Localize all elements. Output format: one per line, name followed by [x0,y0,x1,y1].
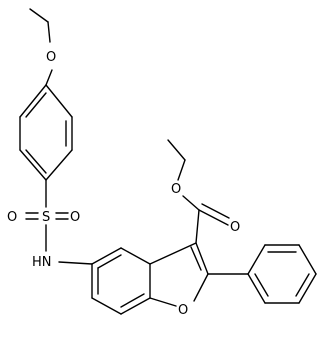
atom-label-ether-oxygen: O [46,50,56,65]
bond [193,273,209,302]
atom-label-furan-oxygen: O [178,303,188,318]
bond [149,297,177,307]
atom-label-ester-single-oxygen: O [171,182,181,197]
bond [182,195,200,211]
bond [91,297,122,315]
bonds [19,8,317,315]
bond [120,297,151,315]
bond [298,273,317,304]
atom-label-sulfur: S [42,210,50,225]
atom-label-sulfonyl-oxygen-left: O [7,210,17,225]
bond [91,247,122,265]
atom-label-sulfonyl-oxygen-right: O [70,210,80,225]
atom-label-ester-carbonyl-oxygen: O [230,220,240,235]
bond [25,149,47,174]
bond [45,149,73,181]
bond [29,8,49,23]
bond [201,203,230,219]
bond [19,84,47,118]
bond [247,273,266,304]
bond [298,244,317,275]
bond [198,209,229,226]
bond [195,209,200,244]
atom-label-amine-nh: HN [32,255,52,270]
bond [120,247,151,265]
bond [45,84,73,118]
atom-labels: O O S O HN O O O [7,50,240,318]
bond [190,246,202,271]
bond [19,149,47,181]
bond [47,21,51,43]
bond [195,242,209,275]
bond [45,69,53,86]
bond [177,159,186,181]
bond [120,293,145,308]
bond [97,254,122,269]
bond [254,273,269,297]
bond [167,139,186,161]
bond [247,244,266,275]
bond [149,242,197,265]
bond [295,273,310,297]
bond [25,92,47,118]
bond [58,261,93,265]
